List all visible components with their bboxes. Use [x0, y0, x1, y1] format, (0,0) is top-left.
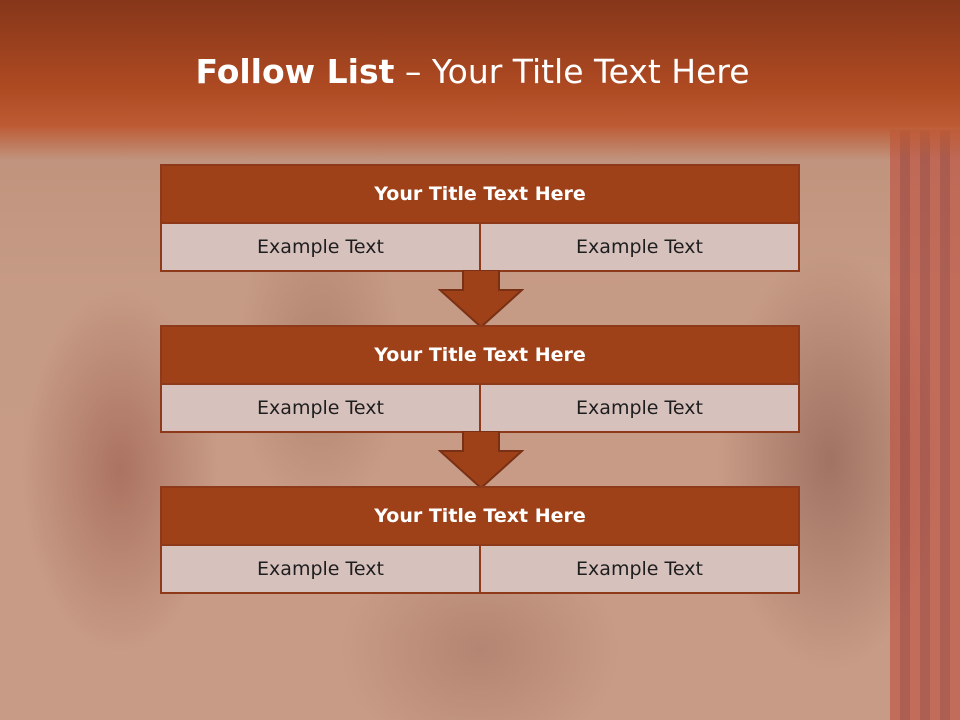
block-title: Your Title Text Here — [162, 488, 798, 544]
block-title: Your Title Text Here — [162, 327, 798, 383]
block-cell-right: Example Text — [479, 222, 798, 270]
block-title: Your Title Text Here — [162, 166, 798, 222]
block-cell-left: Example Text — [162, 222, 479, 270]
list-block-3[interactable]: Your Title Text Here Example Text Exampl… — [160, 486, 800, 594]
block-row: Example Text Example Text — [162, 383, 798, 431]
list-block-2[interactable]: Your Title Text Here Example Text Exampl… — [160, 325, 800, 433]
block-row: Example Text Example Text — [162, 222, 798, 270]
slide-title-rest: – Your Title Text Here — [394, 52, 750, 91]
down-arrow-icon — [438, 431, 524, 489]
down-arrow-icon — [438, 270, 524, 328]
slide-title-bold: Follow List — [195, 52, 395, 91]
block-cell-left: Example Text — [162, 544, 479, 592]
header-band — [0, 0, 960, 160]
block-cell-right: Example Text — [479, 383, 798, 431]
stage-curtain — [890, 130, 960, 720]
block-cell-right: Example Text — [479, 544, 798, 592]
list-block-1[interactable]: Your Title Text Here Example Text Exampl… — [160, 164, 800, 272]
block-row: Example Text Example Text — [162, 544, 798, 592]
block-cell-left: Example Text — [162, 383, 479, 431]
slide-title: Follow List – Your Title Text Here — [0, 52, 945, 91]
